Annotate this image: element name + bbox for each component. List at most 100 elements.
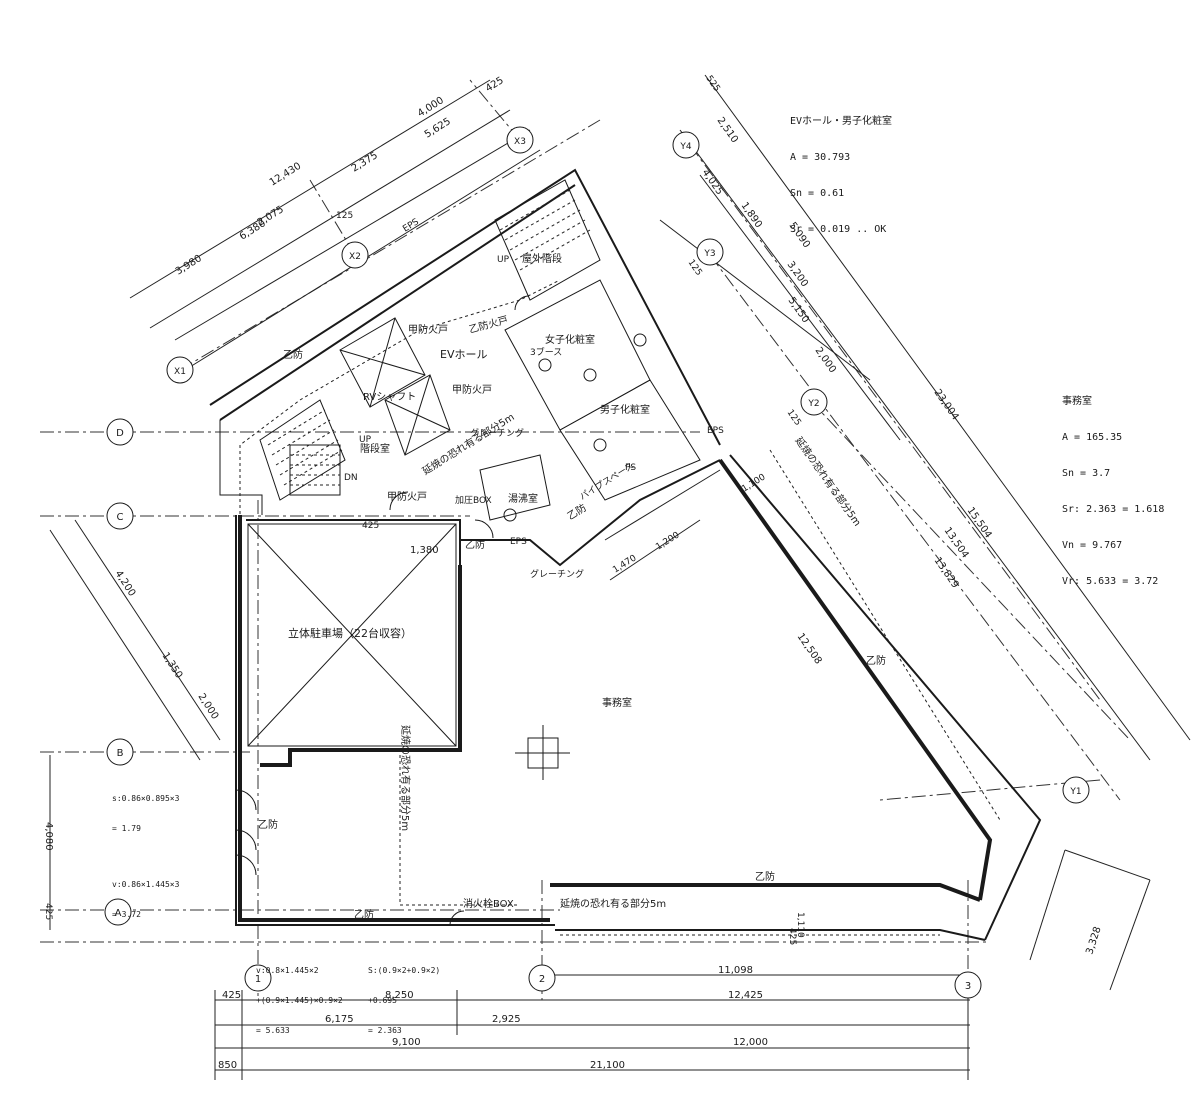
otsubou-label-3: 乙防 bbox=[258, 818, 278, 831]
fire-note-3: 延焼の恐れ有る部分5m bbox=[793, 434, 865, 528]
dim-top-2: 425 bbox=[484, 75, 506, 94]
grid-label-A: A bbox=[115, 908, 122, 919]
grid-label-C: C bbox=[117, 512, 124, 523]
up-label-outdoor: UP bbox=[497, 255, 510, 265]
fire-note-1: 延焼の恐れ有る部分5m bbox=[420, 410, 517, 477]
grid-bubble-Y4: Y4 bbox=[672, 131, 700, 159]
left-calc-line-1: = 1.79 bbox=[112, 824, 141, 833]
rv-shaft-label: RVシャフト bbox=[363, 392, 416, 403]
grid-label-B: B bbox=[117, 748, 124, 759]
dim-top-9: 525 bbox=[704, 74, 722, 94]
dim-right-10: 13,829 bbox=[932, 555, 961, 590]
dim-mid-7: 425 bbox=[362, 521, 379, 531]
grid-bubble-X1: X1 bbox=[166, 356, 194, 384]
office-calc-line-4: Vr: 5.633 = 3.72 bbox=[1062, 576, 1159, 587]
eps-label-2: EPS bbox=[707, 426, 724, 436]
dim-mid-3: 1,380 bbox=[410, 545, 439, 556]
stair-label: 階段室 bbox=[360, 442, 390, 455]
bottom-calc-v-line-0: v:0.8×1.445×2 bbox=[256, 966, 319, 975]
office-calc-line-2: Sr: 2.363 = 1.618 bbox=[1062, 504, 1165, 515]
left-calc-line-2: v:0.86×1.445×3 bbox=[112, 880, 180, 889]
toilet-booth-label: 3ブース bbox=[530, 346, 562, 358]
grid-bubble-3: 3 bbox=[954, 971, 982, 999]
dim-bottom4-1: 21,100 bbox=[590, 1060, 625, 1071]
dim-mid-6: 1,100 bbox=[740, 472, 767, 494]
dim-bottom1-1: 8,250 bbox=[385, 990, 414, 1001]
dim-right-7: 23,004 bbox=[932, 387, 961, 422]
grid-bubble-Y1: Y1 bbox=[1062, 776, 1090, 804]
office-calc-line-1: Sn = 3.7 bbox=[1062, 468, 1111, 479]
building-walls bbox=[209, 168, 1042, 941]
dim-mid-8: 3,328 bbox=[1084, 925, 1103, 956]
pressure-box-label: 加圧BOX bbox=[455, 495, 492, 506]
dim-top-6: 3,980 bbox=[174, 253, 204, 278]
dim-bottom1-2: 12,425 bbox=[728, 990, 763, 1001]
grid-bubble-X2: X2 bbox=[341, 241, 369, 269]
grid-label-Y1: Y1 bbox=[1069, 787, 1081, 797]
dim-bottom3-0: 9,100 bbox=[392, 1037, 421, 1048]
dim-left-3: 4,080 bbox=[43, 822, 54, 851]
dim-right-13: 125 bbox=[785, 408, 803, 428]
grid-label-D: D bbox=[116, 428, 124, 439]
office-calc-line-0: A = 165.35 bbox=[1062, 432, 1123, 443]
ev-hall-calc-line-0: A = 30.793 bbox=[790, 152, 851, 163]
left-calc-line-3: = 3.72 bbox=[112, 910, 141, 919]
dim-mid-4: 1,470 bbox=[611, 553, 638, 575]
dim-mid-1: 1,110 bbox=[795, 912, 805, 938]
office-calc-note: 事務室 A = 165.35 Sn = 3.7 Sr: 2.363 = 1.61… bbox=[1062, 372, 1164, 600]
up-label-stair: UP bbox=[359, 435, 372, 445]
kouboudo-label-3: 甲防火戸 bbox=[387, 490, 427, 503]
fire-note-2: 延焼の恐れ有る部分5m bbox=[560, 897, 666, 910]
dim-bottom1-0: 425 bbox=[222, 990, 241, 1001]
bottom-calc-s-line-0: S:(0.9×2+0.9×2) bbox=[368, 966, 441, 975]
door-swings bbox=[235, 295, 530, 926]
grid-label-Y3: Y3 bbox=[703, 249, 715, 259]
dim-top-0: 12,430 bbox=[268, 161, 304, 189]
grid-label-Y2: Y2 bbox=[807, 399, 819, 409]
grid-label-X3: X3 bbox=[514, 137, 526, 147]
bottom-calc-v-line-2: = 5.633 bbox=[256, 1026, 290, 1035]
dim-top-7: 6,380 bbox=[238, 218, 268, 243]
grating-label-2: グレーチング bbox=[530, 568, 584, 580]
dim-mid-5: 1,200 bbox=[654, 530, 681, 552]
ps-label: PS bbox=[625, 463, 636, 473]
dim-right-0: 2,510 bbox=[715, 115, 740, 145]
ev-hall-label: EVホール bbox=[440, 348, 487, 361]
left-calc-note: s:0.86×0.895×3 = 1.79 v:0.86×1.445×3 = 3… bbox=[112, 774, 179, 930]
dim-left-0: 4,200 bbox=[112, 569, 137, 599]
parking-area bbox=[247, 523, 457, 747]
grid-label-1: 1 bbox=[255, 974, 261, 985]
fire-spread-lines bbox=[239, 279, 1001, 936]
dim-top-5: 5,625 bbox=[423, 116, 453, 141]
ev-hall-calc-line-2: Sr = 0.019 .. OK bbox=[790, 224, 887, 235]
parking-label: 立体駐車場（22台収容） bbox=[288, 626, 412, 640]
grid-label-Y4: Y4 bbox=[679, 142, 691, 152]
otsu-door-label: 乙防火戸 bbox=[467, 313, 509, 336]
grid-bubble-A: A bbox=[104, 898, 132, 926]
dim-top-4: 2,375 bbox=[350, 150, 380, 175]
ev-hall-calc-title: EVホール・男子化粧室 bbox=[790, 116, 893, 127]
grid-bubble-D: D bbox=[106, 418, 134, 446]
otsubou-label-5: 乙防 bbox=[755, 870, 775, 883]
grating-label-1: グレーチング bbox=[470, 427, 524, 439]
office-label: 事務室 bbox=[602, 696, 632, 709]
washroom-label: 湯沸室 bbox=[508, 492, 538, 505]
dim-left-2: 2,000 bbox=[195, 692, 220, 722]
mens-wc-label: 男子化粧室 bbox=[600, 403, 650, 416]
eps-label-3: EPS bbox=[510, 537, 527, 547]
dim-mid-0: 11,098 bbox=[718, 965, 753, 976]
grid-label-X1: X1 bbox=[174, 367, 186, 377]
dim-bottom2-1: 2,925 bbox=[492, 1014, 521, 1025]
grid-bubble-1: 1 bbox=[244, 964, 272, 992]
grid-bubble-B: B bbox=[106, 738, 134, 766]
ev-hall-calc-note: EVホール・男子化粧室 A = 30.793 Sn = 0.61 Sr = 0.… bbox=[790, 92, 892, 248]
grid-label-X2: X2 bbox=[349, 252, 361, 262]
office-center-marker bbox=[515, 725, 570, 780]
outdoor-stair-label: 屋外階段 bbox=[522, 252, 562, 265]
grid-bubble-Y3: Y3 bbox=[696, 238, 724, 266]
grid-label-2: 2 bbox=[539, 974, 545, 985]
grid-bubble-2: 2 bbox=[528, 964, 556, 992]
womens-wc-label: 女子化粧室 bbox=[545, 333, 595, 346]
dim-left-4: 425 bbox=[43, 903, 53, 920]
kouboudo-label-1: 甲防火戸 bbox=[408, 323, 448, 336]
